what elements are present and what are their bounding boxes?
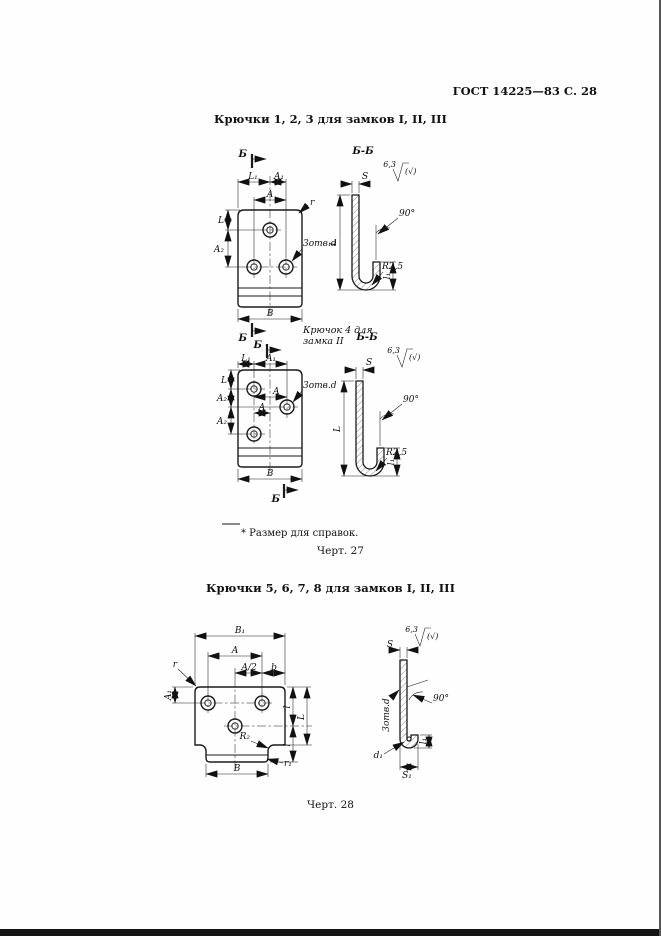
label-A2: A₂ — [216, 394, 227, 404]
fig28-caption: Черт. 28 — [307, 799, 354, 811]
label-A: A — [272, 387, 280, 397]
hole — [259, 222, 281, 238]
label-B: В — [233, 764, 241, 774]
fig28-section-view: S 3отв.d d₁ S₁ l₁ 90° — [374, 624, 449, 781]
doc-header: ГОСТ 14225—83 С. 28 — [452, 84, 597, 98]
label-A: A — [231, 646, 239, 656]
label-A1: A₁ — [265, 354, 276, 364]
label-section-mark: Б — [237, 333, 247, 344]
label-A1: A₁ — [273, 172, 284, 182]
label-l1: l₁ — [419, 738, 429, 745]
label-A2: A₂ — [216, 417, 227, 427]
label-A: A — [258, 403, 266, 413]
label-L1: L₁ — [240, 354, 251, 364]
label-B1: В₁ — [234, 626, 245, 636]
label-holes: 3отв.d — [382, 698, 392, 732]
label-r: r — [310, 198, 315, 208]
label-section-mark: Б — [252, 340, 262, 351]
label-L: L — [217, 216, 224, 226]
scan-edge-right — [659, 0, 661, 936]
hook-profile — [399, 659, 419, 749]
hook4-caption-line1: Крючок 4 для — [303, 325, 373, 336]
label-section-mark: Б — [270, 494, 280, 505]
fig27-title: Крючки 1, 2, 3 для замков I, II, III — [214, 112, 447, 126]
label-L: L — [220, 376, 227, 386]
label-section-mark: Б — [237, 149, 247, 160]
hook4-caption: Крючок 4 для замка II — [303, 325, 373, 347]
hole — [276, 396, 298, 418]
label-l: l — [283, 743, 293, 746]
label-d1: d₁ — [374, 751, 383, 761]
label-angle: 90° — [433, 694, 449, 704]
fig27-front-view-hooks123: L₁ A₁ A r 3отв.d L A₂ В Б Б — [213, 149, 337, 344]
label-b: b — [271, 663, 277, 673]
label-A: A — [266, 190, 274, 200]
fig28-front-view: В₁ A А/2 b r A₁ l l L R₂ r₁ В — [164, 626, 312, 778]
hook4-caption-line2: замка II — [303, 335, 344, 347]
label-B: В — [266, 309, 274, 319]
label-r1: r₁ — [284, 759, 292, 769]
label-L1: L₁ — [247, 172, 258, 182]
curl-hole — [406, 736, 412, 742]
roughness-mark — [404, 624, 439, 647]
label-S1: S₁ — [402, 771, 412, 781]
label-A-half: А/2 — [240, 663, 257, 673]
hole — [200, 693, 216, 713]
label-L: L — [297, 714, 307, 721]
label-A1: A₁ — [164, 690, 174, 701]
fig27-caption: Черт. 27 — [317, 545, 364, 557]
fig27-front-view-hook4: L₁ A₁ L A₂ A₂ A A 3отв.d В Б Б — [216, 340, 337, 505]
label-l: l — [283, 705, 293, 708]
label-B: В — [266, 469, 274, 479]
hole — [227, 718, 243, 734]
hole — [254, 693, 270, 713]
plate-outline — [237, 369, 303, 468]
fig28-title: Крючки 5, 6, 7, 8 для замков I, II, III — [206, 581, 455, 595]
fig27-section-1 — [329, 146, 416, 290]
label-r: r — [173, 660, 178, 670]
label-R2: R₂ — [239, 732, 251, 742]
label-S: S — [387, 640, 393, 650]
label-holes: 3отв.d — [303, 239, 337, 249]
footnote: * Размер для справок. — [241, 528, 359, 539]
fig27-section-2 — [333, 332, 420, 476]
scan-edge-bottom — [0, 929, 661, 936]
label-A2: A₂ — [213, 245, 224, 255]
plate-outline — [194, 686, 286, 763]
label-holes: 3отв.d — [303, 381, 337, 391]
